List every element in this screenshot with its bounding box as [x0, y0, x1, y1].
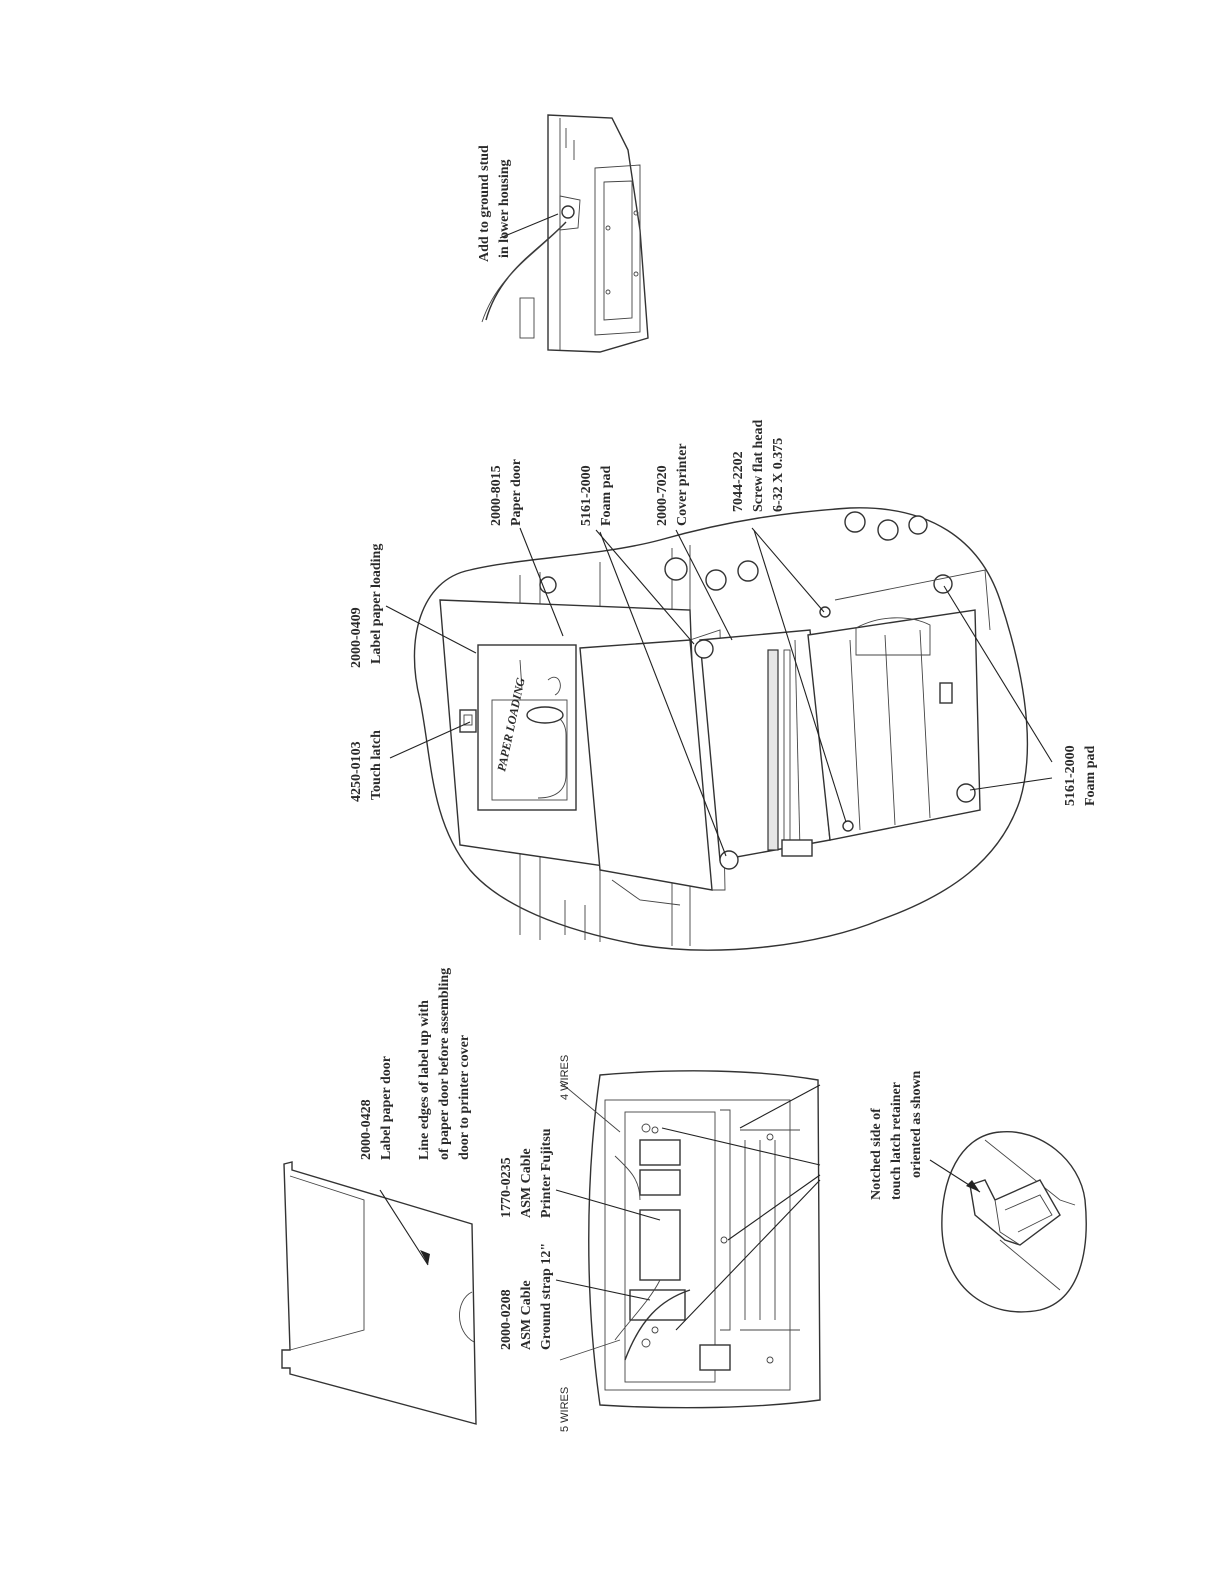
cover-printer-part-name: Cover printer	[675, 443, 690, 526]
paper-door-part-name: Paper door	[509, 459, 524, 526]
label-paper-loading-callout: 2000-0409 Label paper loading	[349, 544, 384, 668]
label-paper-door-drawing	[281, 1161, 477, 1425]
paper-door-callout: 2000-8015 Paper door	[489, 459, 524, 526]
screw-part-number: 7044-2202	[731, 451, 746, 512]
cable-fujitsu-part-description: Printer Fujitsu	[539, 1128, 554, 1218]
paper-door-part-number: 2000-8015	[489, 465, 504, 526]
latch-retainer-inset	[929, 1131, 1087, 1313]
main-assembly-leaders	[385, 527, 1053, 857]
notched-side-line-2: touch latch retainer	[889, 1082, 904, 1200]
foam-pad-bottom-callout: 5161-2000 Foam pad	[1063, 745, 1098, 806]
line-edges-note-line-1: Line edges of label up with	[417, 1000, 432, 1160]
cable-fujitsu-part-name: ASM Cable	[519, 1148, 534, 1218]
screw-part-size: 6-32 X 0.375	[771, 438, 786, 512]
touch-latch-part-name: Touch latch	[369, 730, 384, 800]
ground-strap-part-number: 2000-0208	[499, 1289, 514, 1350]
label-paper-door-callout: 2000-0428 Label paper door	[359, 1056, 394, 1160]
line-edges-note: Line edges of label up with of paper doo…	[417, 968, 472, 1160]
touch-latch-callout: 4250-0103 Touch latch	[349, 730, 384, 802]
notched-side-line-3: oriented as shown	[909, 1070, 924, 1178]
ground-stud-callout-line-1: Add to ground stud	[477, 145, 492, 262]
touch-latch-part-number: 4250-0103	[349, 741, 364, 802]
screw-part-name: Screw flat head	[751, 420, 766, 512]
cover-printer-callout: 2000-7020 Cover printer	[655, 443, 690, 526]
label-paper-loading-part-number: 2000-0409	[349, 607, 364, 668]
screw-callout: 7044-2202 Screw flat head 6-32 X 0.375	[731, 420, 786, 512]
notched-side-callout: Notched side of touch latch retainer ori…	[869, 1070, 924, 1200]
line-edges-note-line-3: door to printer cover	[457, 1035, 472, 1160]
foam-pad-bottom-part-name: Foam pad	[1083, 746, 1098, 807]
cable-fujitsu-callout: 1770-0235 ASM Cable Printer Fujitsu	[499, 1128, 554, 1218]
ground-strap-part-description: Ground strap 12"	[539, 1243, 554, 1350]
ground-stud-callout-line-2: in lower housing	[497, 159, 512, 258]
printer-cover-assembly-drawing: PAPER LOADING	[413, 507, 1029, 951]
foam-pad-top-part-number: 5161-2000	[579, 465, 594, 526]
foam-pad-top-part-name: Foam pad	[599, 466, 614, 527]
cover-printer-part-number: 2000-7020	[655, 465, 670, 526]
four-wires-label: 4 WIRES	[559, 1055, 571, 1100]
notched-side-line-1: Notched side of	[869, 1108, 884, 1200]
foam-pad-bottom-part-number: 5161-2000	[1063, 745, 1078, 806]
ground-strap-callout: 2000-0208 ASM Cable Ground strap 12"	[499, 1243, 554, 1350]
foam-pad-top-callout: 5161-2000 Foam pad	[579, 465, 614, 526]
cable-detail-drawing	[555, 1070, 821, 1409]
label-paper-door-part-name: Label paper door	[379, 1056, 394, 1160]
cable-fujitsu-part-number: 1770-0235	[499, 1157, 514, 1218]
line-edges-note-line-2: of paper door before assembling	[437, 968, 452, 1160]
ground-strap-part-name: ASM Cable	[519, 1280, 534, 1350]
ground-stud-inset	[481, 114, 649, 353]
label-paper-loading-part-name: Label paper loading	[369, 544, 384, 664]
five-wires-label: 5 WIRES	[559, 1387, 571, 1432]
label-paper-door-part-number: 2000-0428	[359, 1099, 374, 1160]
